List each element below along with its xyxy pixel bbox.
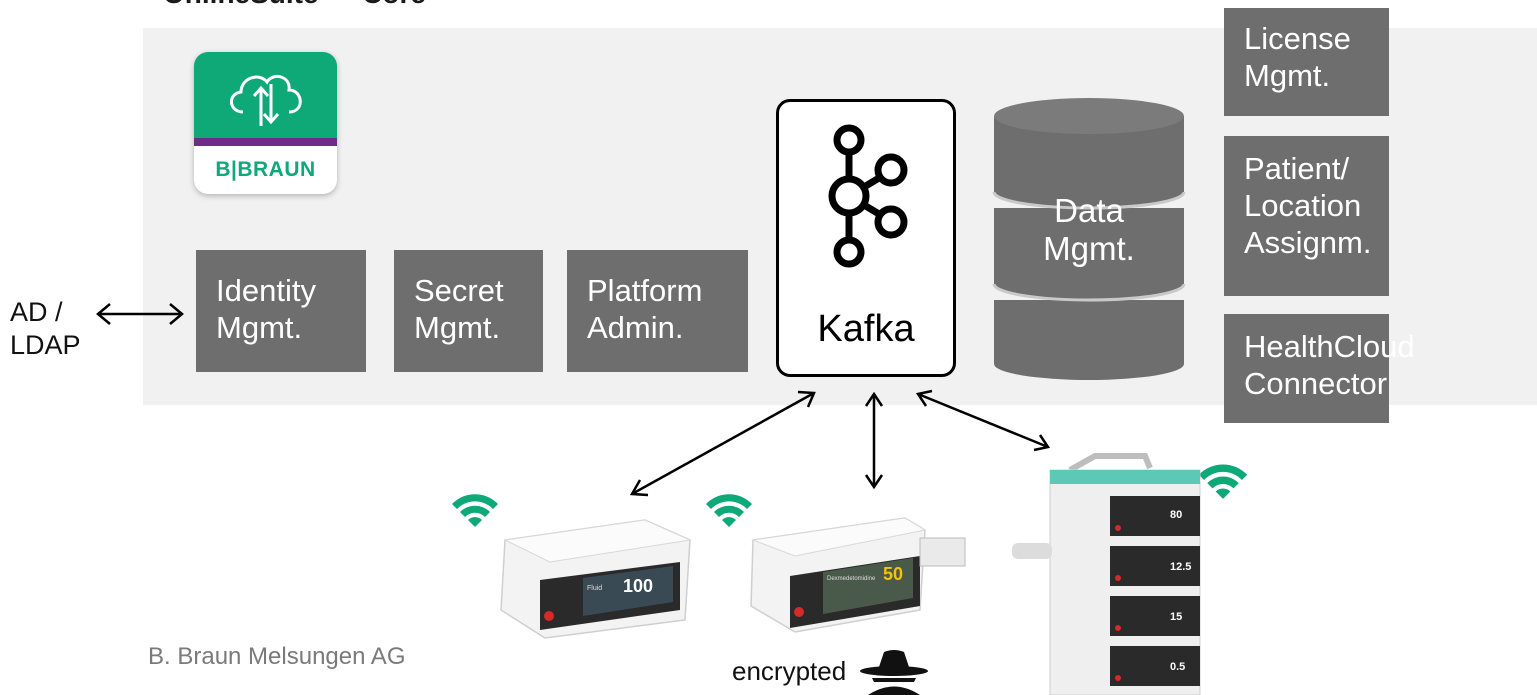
data-mgmt-label: Data Mgmt. [1043, 192, 1135, 267]
svg-text:0.5: 0.5 [1170, 661, 1185, 673]
diagram-title: OnlineSuite — Core [163, 0, 426, 10]
kafka-box: Kafka [776, 99, 956, 377]
svg-text:50: 50 [883, 564, 903, 584]
wifi-icon [706, 494, 752, 527]
pump-rack-device: 80 12.5 15 0.5 [1012, 453, 1201, 695]
svg-text:Dexmedetomidine: Dexmedetomidine [827, 576, 876, 582]
wifi-icon [452, 494, 498, 527]
arrow-to-pump-rack [917, 392, 1049, 449]
cloud-sync-icon [230, 74, 302, 126]
database-cylinder-icon [992, 98, 1186, 380]
arrow-to-infusion-pump [631, 391, 815, 496]
kafka-label: Kafka [817, 308, 915, 350]
svg-text:80: 80 [1170, 509, 1182, 521]
spy-hat-icon [860, 650, 928, 695]
wifi-icon [1198, 464, 1248, 499]
svg-text:Fluid: Fluid [587, 585, 602, 592]
encrypted-label: encrypted [732, 656, 847, 686]
infusion-pump-device: 100 Fluid [500, 519, 692, 639]
company-footer: B. Braun Melsungen AG [148, 643, 406, 670]
bbraun-brand-text: B|BRAUN [215, 158, 316, 181]
syringe-pump-device: 50 Dexmedetomidine [750, 517, 966, 633]
svg-text:12.5: 12.5 [1170, 561, 1191, 573]
ad-ldap-arrow-icon [96, 303, 184, 325]
kafka-logo-icon [828, 124, 908, 268]
svg-text:15: 15 [1170, 611, 1182, 623]
bbraun-app-logo: B|BRAUN [194, 52, 337, 194]
svg-text:100: 100 [623, 576, 653, 596]
ad-ldap-label: AD / LDAP [10, 297, 81, 360]
